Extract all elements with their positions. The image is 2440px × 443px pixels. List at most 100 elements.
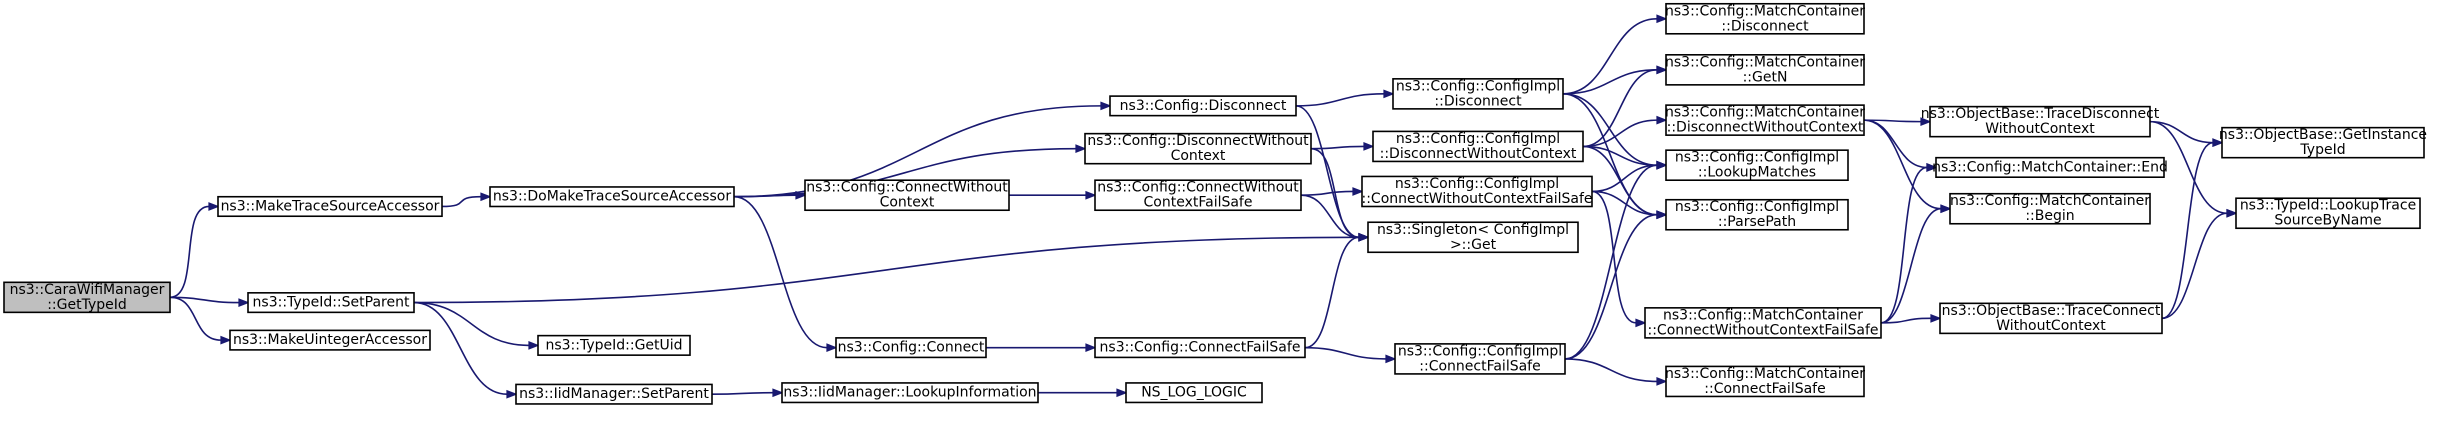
edge-arrowhead xyxy=(1930,313,1942,323)
edge-line xyxy=(1880,166,1928,324)
node-label-line: ns3::MakeTraceSourceAccessor xyxy=(221,198,440,214)
node-box xyxy=(1665,54,1865,86)
node-label-line: ns3::CaraWifiManager xyxy=(10,282,165,298)
edge-arrowhead xyxy=(1363,142,1375,151)
node-label-line: ns3::Config::ConfigImpl xyxy=(1398,343,1562,359)
node-ns3-config-configimpl-lookupmatches[interactable]: ns3::Config::ConfigImpl::LookupMatches xyxy=(1665,149,1849,182)
node-ns3-config-matchcontainer-getn[interactable]: ns3::Config::MatchContainer::GetN xyxy=(1665,54,1865,86)
edge-implConnFS-to-parsePath xyxy=(1564,210,1668,360)
node-label-line: Context xyxy=(1171,148,1226,164)
node-ns3-config-configimpl-connectfailsafe[interactable]: ns3::Config::ConfigImpl::ConnectFailSafe xyxy=(1394,343,1566,375)
edge-line xyxy=(1310,145,1365,150)
edge-line xyxy=(1880,317,1932,324)
node-box xyxy=(835,337,987,359)
edge-obTraceConn-to-lookupTS xyxy=(2161,208,2238,320)
node-ns3-iidmanager-lookupinformation[interactable]: ns3::IidManager::LookupInformation xyxy=(781,382,1039,404)
node-ns3-carawifimanager-gettypeid[interactable]: ns3::CaraWifiManager::GetTypeId xyxy=(3,281,171,314)
edge-setParent-to-getUid xyxy=(413,301,540,350)
node-label-line: ns3::Config::ConnectWithout xyxy=(1097,180,1299,196)
node-ns3-domaketracesourceaccessor[interactable]: ns3::DoMakeTraceSourceAccessor xyxy=(489,186,735,208)
node-ns3-makeuintegeraccessor[interactable]: ns3::MakeUintegerAccessor xyxy=(229,329,431,351)
node-ns3-objectbase-traceconnectwithoutcontext[interactable]: ns3::ObjectBase::TraceConnectWithoutCont… xyxy=(1939,302,2163,335)
node-label-line: ns3::Config::Disconnect xyxy=(1120,98,1287,114)
edge-line xyxy=(1562,93,1658,166)
node-ns3-config-connectwithoutcontextfailsafe[interactable]: ns3::Config::ConnectWithoutContextFailSa… xyxy=(1094,179,1302,212)
node-ns3-config-matchcontainer-disconnectwithoutcontext[interactable]: ns3::Config::MatchContainer::DisconnectW… xyxy=(1665,104,1865,136)
edge-arrowhead xyxy=(1635,318,1647,328)
node-ns3-typeid-getuid[interactable]: ns3::TypeId::GetUid xyxy=(537,334,691,356)
edge-arrowhead xyxy=(1085,343,1097,353)
edge-arrowhead xyxy=(480,192,492,202)
edge-line xyxy=(413,236,1360,304)
node-label-line: ::ConnectWithoutContextFailSafe xyxy=(1647,322,1878,338)
node-ns3-config-disconnectwithoutcontext[interactable]: ns3::Config::DisconnectWithoutContext xyxy=(1084,132,1312,165)
node-ns3-objectbase-tracedisconnectwithoutcontext[interactable]: ns3::ObjectBase::TraceDisconnectWithoutC… xyxy=(1921,105,2160,138)
node-ns3-config-configimpl-disconnect[interactable]: ns3::Config::ConfigImpl::Disconnect xyxy=(1392,78,1564,110)
node-label-line: ::DisconnectWithoutContext xyxy=(1380,146,1577,162)
node-label-line: ns3::TypeId::GetUid xyxy=(545,337,682,353)
node-ns3-config-connectwithoutcontext[interactable]: ns3::Config::ConnectWithoutContext xyxy=(804,179,1010,212)
edge-line xyxy=(1304,236,1360,349)
node-label-line: ns3::Config::ConfigImpl xyxy=(1396,78,1560,94)
edge-arrowhead xyxy=(1920,117,1932,127)
node-box xyxy=(537,334,691,356)
node-label-line: WithoutContext xyxy=(1996,318,2106,334)
edge-doMake-to-cfgDisconnect xyxy=(733,101,1112,198)
node-ns3-config-matchcontainer-disconnect[interactable]: ns3::Config::MatchContainer::Disconnect xyxy=(1665,2,1865,35)
node-ns3-config-matchcontainer-connectfailsafe[interactable]: ns3::Config::MatchContainer::ConnectFail… xyxy=(1665,365,1865,398)
node-box xyxy=(1665,149,1849,182)
edge-line xyxy=(1591,164,1658,193)
node-label-line: ns3::Config::MatchContainer xyxy=(1665,105,1865,121)
edge-implDiscWC-to-mcGetN xyxy=(1582,65,1668,148)
node-box xyxy=(1372,130,1584,163)
edge-arrowhead xyxy=(506,389,518,399)
node-label-line: NS_LOG_LOGIC xyxy=(1141,385,1247,401)
node-ns3-config-configimpl-parsepath[interactable]: ns3::Config::ConfigImpl::ParsePath xyxy=(1665,198,1849,231)
edge-line xyxy=(1863,119,1928,169)
node-ns3-config-disconnect[interactable]: ns3::Config::Disconnect xyxy=(1109,95,1297,117)
edge-arrowhead xyxy=(1100,101,1112,111)
node-label-line: SourceByName xyxy=(2274,213,2381,229)
edge-line xyxy=(1300,190,1354,197)
node-ns-log-logic[interactable]: NS_LOG_LOGIC xyxy=(1125,382,1263,404)
node-ns3-config-connectfailsafe[interactable]: ns3::Config::ConnectFailSafe xyxy=(1094,337,1306,359)
node-ns3-config-matchcontainer-begin[interactable]: ns3::Config::MatchContainer::Begin xyxy=(1949,192,2151,225)
edge-arrowhead xyxy=(795,190,807,200)
node-box xyxy=(1109,95,1297,117)
edge-line xyxy=(1591,190,1658,216)
edge-line xyxy=(1582,145,1658,166)
edge-arrowhead xyxy=(1656,115,1668,125)
node-box xyxy=(247,292,415,314)
edge-obTraceConn-to-obGetInst xyxy=(2161,138,2224,320)
edge-arrowhead xyxy=(1656,65,1668,75)
node-box xyxy=(1394,343,1566,375)
edge-arrowhead xyxy=(220,335,232,345)
node-ns3-typeid-setparent[interactable]: ns3::TypeId::SetParent xyxy=(247,292,415,314)
node-label-line: ns3::Config::MatchContainer xyxy=(1665,366,1865,382)
node-ns3-config-configimpl-connectwithoutcontextfailsafe[interactable]: ns3::Config::ConfigImpl::ConnectWithoutC… xyxy=(1361,175,1593,208)
node-ns3-iidmanager-setparent[interactable]: ns3::IidManager::SetParent xyxy=(515,383,713,405)
node-ns3-maketracesourceaccessor[interactable]: ns3::MakeTraceSourceAccessor xyxy=(217,195,443,218)
node-ns3-config-matchcontainer-connectwithoutcontextfailsafe[interactable]: ns3::Config::MatchContainer::ConnectWith… xyxy=(1644,307,1882,339)
edge-arrowhead xyxy=(528,341,540,350)
node-ns3-config-connect[interactable]: ns3::Config::Connect xyxy=(835,337,987,359)
edge-line xyxy=(733,105,1102,198)
node-label-line: ns3::IidManager::LookupInformation xyxy=(783,385,1036,401)
node-label-line: ns3::Config::MatchContainer::End xyxy=(1932,159,2168,175)
node-ns3-config-matchcontainer-end[interactable]: ns3::Config::MatchContainer::End xyxy=(1932,156,2168,178)
node-ns3-singleton-configimpl-get[interactable]: ns3::Singleton< ConfigImpl >::Get xyxy=(1367,221,1579,254)
node-ns3-config-configimpl-disconnectwithoutcontext[interactable]: ns3::Config::ConfigImpl::DisconnectWitho… xyxy=(1372,130,1584,163)
node-box xyxy=(1949,192,2151,225)
node-box xyxy=(1665,198,1849,231)
node-label-line: ns3::Config::ConnectWithout xyxy=(806,180,1008,196)
node-box xyxy=(1094,337,1306,359)
node-box xyxy=(1125,382,1263,404)
edge-line xyxy=(413,301,508,395)
node-box xyxy=(1094,179,1302,212)
edge-line xyxy=(711,391,774,395)
edge-doMake-to-cfgConnect xyxy=(733,195,838,353)
edge-line xyxy=(1295,93,1385,107)
